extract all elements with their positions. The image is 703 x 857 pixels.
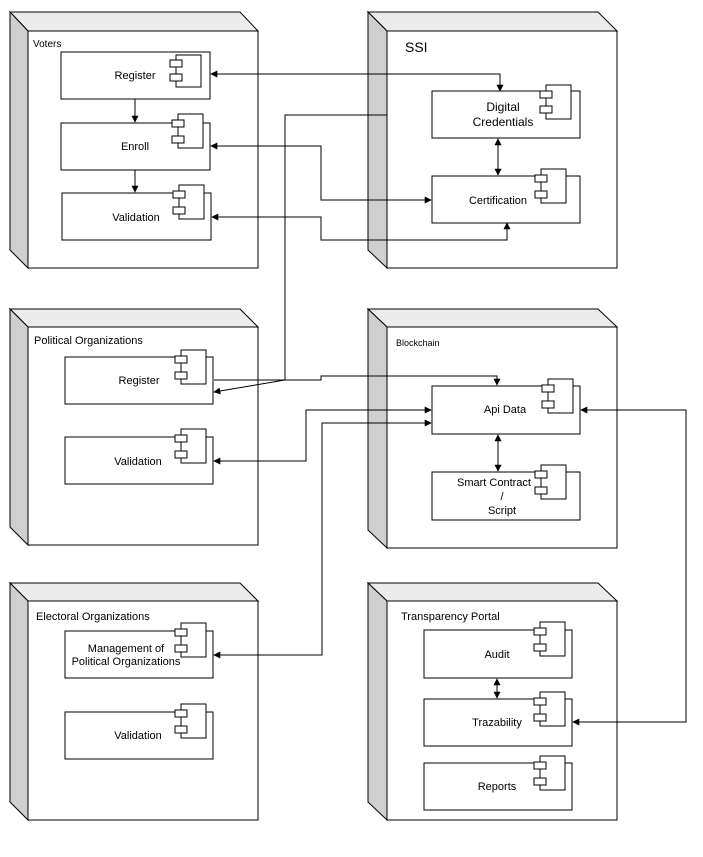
component-trazability[interactable]: Trazability bbox=[423, 691, 573, 747]
node-electoral-title: Electoral Organizations bbox=[36, 611, 150, 623]
component-reports[interactable]: Reports bbox=[423, 755, 573, 811]
edge-political-register-ssi bbox=[213, 114, 387, 395]
component-certification-label: Certification bbox=[469, 195, 527, 207]
component-audit[interactable]: Audit bbox=[423, 621, 573, 679]
node-electoral: Electoral Organizations bbox=[8, 581, 260, 822]
component-trazability-label: Trazability bbox=[472, 717, 522, 729]
component-smart-contract-label: Smart Contract/Script bbox=[457, 477, 531, 517]
component-api-data[interactable]: Api Data bbox=[431, 378, 581, 435]
edge-api-data-trazability bbox=[572, 406, 687, 726]
edge-voters-register-digital-credentials bbox=[210, 70, 504, 92]
component-smart-contract[interactable]: Smart Contract/Script bbox=[431, 464, 581, 521]
edge-management-api-data bbox=[213, 419, 432, 659]
node-political-title: Political Organizations bbox=[34, 335, 143, 347]
node-ssi-title: SSI bbox=[405, 39, 428, 55]
component-political-register-label: Register bbox=[119, 375, 160, 387]
node-transparency-title: Transparency Portal bbox=[401, 611, 500, 623]
node-political: Political Organizations bbox=[8, 307, 260, 547]
component-voters-validation-label: Validation bbox=[112, 212, 160, 224]
component-audit-label: Audit bbox=[484, 649, 509, 661]
component-voters-enroll-label: Enroll bbox=[121, 141, 149, 153]
component-voters-register-label: Register bbox=[115, 70, 156, 82]
component-electoral-validation[interactable]: Validation bbox=[64, 703, 214, 760]
component-reports-label: Reports bbox=[478, 781, 517, 793]
component-api-data-label: Api Data bbox=[484, 404, 527, 416]
edge-voters-enroll-certification bbox=[210, 142, 432, 204]
component-voters-register[interactable]: Register bbox=[60, 51, 211, 100]
component-certification[interactable]: Certification bbox=[431, 168, 581, 224]
node-blockchain-title: Blockchain bbox=[396, 338, 440, 348]
component-voters-validation[interactable]: Validation bbox=[61, 184, 212, 241]
edge-political-register-api-data bbox=[214, 375, 501, 386]
node-voters-title: Voters bbox=[33, 39, 61, 50]
component-voters-enroll[interactable]: Enroll bbox=[60, 113, 211, 171]
component-political-validation[interactable]: Validation bbox=[64, 428, 214, 485]
node-ssi: SSI bbox=[366, 10, 619, 270]
component-electoral-validation-label: Validation bbox=[114, 730, 162, 742]
component-political-register[interactable]: Register bbox=[64, 349, 214, 405]
component-political-validation-label: Validation bbox=[114, 456, 162, 468]
